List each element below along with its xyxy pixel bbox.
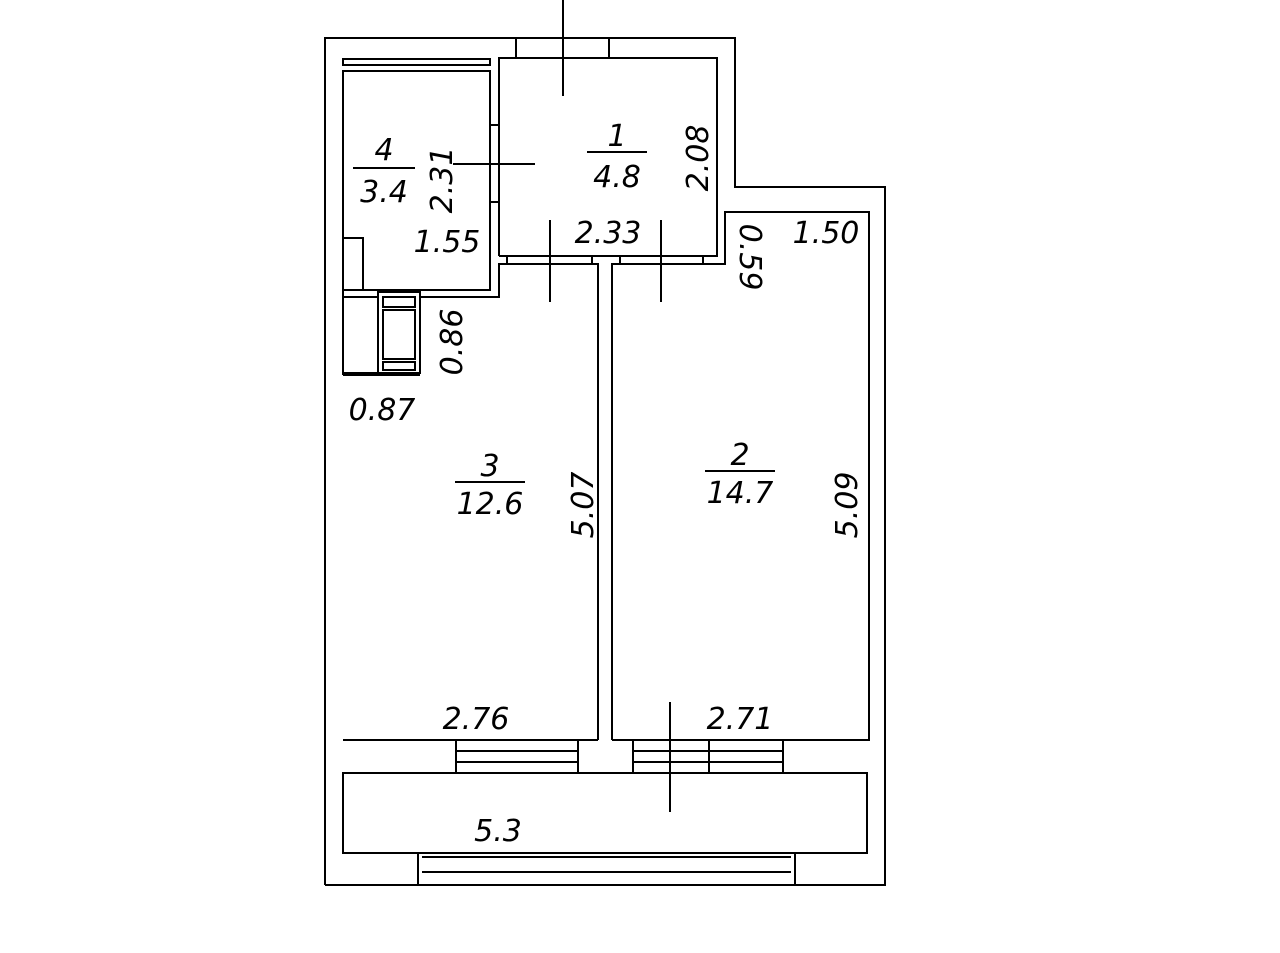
room-4-number: 4 <box>374 133 393 168</box>
room-2-area: 14.7 <box>707 476 774 511</box>
dim-room2-top: 1.50 <box>793 216 860 251</box>
dim-niche: 0.87 <box>349 393 416 428</box>
outer-walls <box>324 37 886 886</box>
room-3-number: 3 <box>480 449 499 484</box>
room-1-walls <box>420 38 718 740</box>
dim-room1-height: 2.08 <box>681 125 716 192</box>
room-1-area: 4.8 <box>593 160 641 195</box>
room-2-walls <box>611 211 870 741</box>
room-3-area: 12.6 <box>457 487 524 522</box>
section-marks <box>353 0 775 812</box>
room-1-number: 1 <box>607 119 626 154</box>
dim-room3-width: 2.76 <box>443 702 510 737</box>
room-4-area: 3.4 <box>360 175 408 210</box>
dim-room3-height: 5.07 <box>566 472 601 539</box>
dim-notch: 0.59 <box>732 224 767 291</box>
labels: 4 3.4 1 4.8 3 12.6 2 14.7 2.08 2.33 2.31… <box>349 119 865 849</box>
balcony-window <box>417 852 796 886</box>
room-3-walls <box>343 374 598 741</box>
balcony <box>342 739 868 886</box>
window-room-3 <box>455 739 579 774</box>
ventilation-duct <box>377 291 421 374</box>
dim-room2-width: 2.71 <box>707 702 774 737</box>
room-4-walls <box>342 58 499 375</box>
dim-room4-height: 2.31 <box>425 147 460 214</box>
room-2-number: 2 <box>730 438 749 473</box>
dim-room2-height: 5.09 <box>830 472 865 539</box>
dim-room1-width: 2.33 <box>575 216 642 251</box>
dim-balcony: 5.3 <box>474 814 522 849</box>
dim-duct: 0.86 <box>435 309 470 376</box>
dim-room4-width: 1.55 <box>414 225 481 260</box>
